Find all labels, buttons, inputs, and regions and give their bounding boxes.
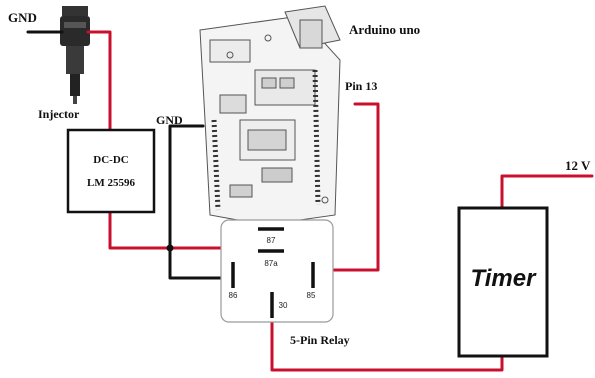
supply-label: 12 V bbox=[565, 158, 591, 173]
relay-label: 5-Pin Relay bbox=[290, 333, 350, 347]
gnd-mid-label: GND bbox=[156, 113, 183, 127]
relay-pin-87a-label: 87a bbox=[264, 259, 278, 268]
injector-illustration bbox=[60, 6, 90, 104]
injector-label: Injector bbox=[38, 107, 80, 121]
gnd-top-label: GND bbox=[8, 10, 37, 25]
timer-label: Timer bbox=[471, 265, 538, 292]
relay-pin-30-label: 30 bbox=[279, 301, 288, 310]
supply-wire bbox=[500, 174, 594, 210]
arduino-label: Arduino uno bbox=[349, 22, 420, 37]
dcdc-converter-box bbox=[66, 128, 156, 214]
relay-pin-87-label: 87 bbox=[267, 236, 276, 245]
arduino-board-illustration bbox=[199, 5, 341, 226]
timer-box bbox=[457, 206, 549, 358]
dcdc-relay-wire bbox=[108, 210, 237, 250]
pin13-wire bbox=[312, 102, 380, 272]
relay-pin-86-label: 86 bbox=[229, 291, 238, 300]
injector-dcdc-wire bbox=[86, 30, 112, 132]
pin13-label: Pin 13 bbox=[345, 79, 377, 93]
wires bbox=[26, 30, 594, 372]
relay-timer-wire bbox=[270, 318, 504, 372]
dcdc-label-line1: DC-DC bbox=[93, 154, 128, 166]
relay-pin-85-label: 85 bbox=[307, 291, 316, 300]
dcdc-label-line2: LM 25596 bbox=[87, 177, 135, 189]
wire-junction bbox=[166, 244, 174, 252]
relay-box bbox=[220, 219, 334, 323]
